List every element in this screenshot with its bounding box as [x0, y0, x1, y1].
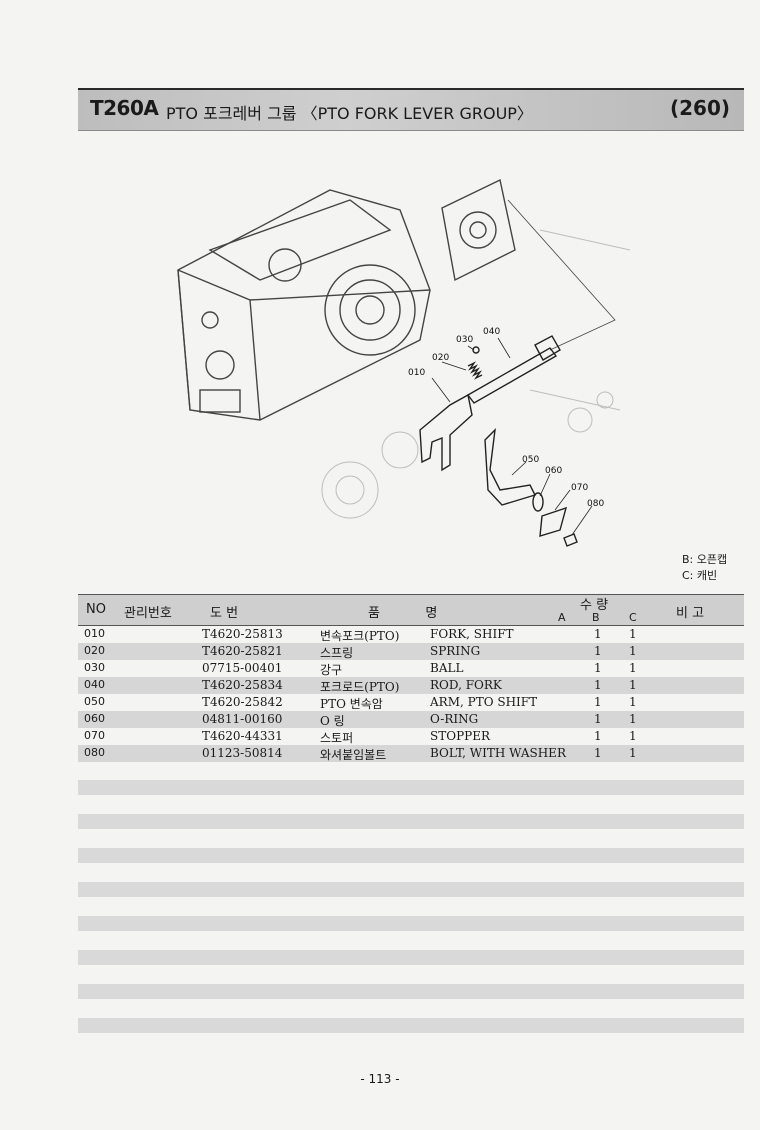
table-row: 060 04811-00160 O 링 O-RING 1 1 — [78, 711, 744, 728]
row-korean-name: 변속포크(PTO) — [320, 629, 400, 643]
legend: B: 오픈캡 C: 캐빈 — [682, 552, 727, 584]
row-english-name: ROD, FORK — [430, 678, 502, 692]
page-header: T260A PTO 포크레버 그룹 〈PTO FORK LEVER GROUP〉… — [78, 88, 744, 131]
row-qty-a: 1 — [594, 746, 602, 760]
row-drawing-number: T4620-25834 — [202, 678, 283, 692]
row-drawing-number: T4620-25821 — [202, 644, 283, 658]
row-no: 050 — [84, 695, 105, 708]
row-qty-b: 1 — [629, 746, 637, 760]
row-no: 060 — [84, 712, 105, 725]
row-no: 070 — [84, 729, 105, 742]
row-english-name: FORK, SHIFT — [430, 627, 514, 641]
row-drawing-number: 01123-50814 — [202, 746, 283, 760]
header-qty-a: A — [558, 611, 566, 624]
row-qty-b: 1 — [629, 627, 637, 641]
header-quantity: 수 량 — [580, 598, 609, 613]
callout-080: 080 — [587, 499, 604, 509]
row-qty-a: 1 — [594, 729, 602, 743]
page-number: - 113 - — [360, 1072, 400, 1086]
row-drawing-number: T4620-25813 — [202, 627, 283, 641]
callout-060: 060 — [545, 466, 562, 476]
row-drawing-number: T4620-25842 — [202, 695, 283, 709]
row-english-name: ARM, PTO SHIFT — [430, 695, 538, 709]
row-korean-name: O 링 — [320, 714, 345, 728]
callout-070: 070 — [571, 483, 588, 493]
row-qty-b: 1 — [629, 678, 637, 692]
page-title: PTO 포크레버 그룹 〈PTO FORK LEVER GROUP〉 — [166, 104, 533, 123]
callout-020: 020 — [432, 353, 449, 363]
parts-table: 010 T4620-25813 변속포크(PTO) FORK, SHIFT 1 … — [78, 626, 744, 762]
row-qty-a: 1 — [594, 644, 602, 658]
row-qty-b: 1 — [629, 712, 637, 726]
table-row-band — [78, 882, 744, 897]
parts-table-header: NO 관리번호 도 번 품 명 수 량 A B C 비 고 — [78, 594, 744, 626]
header-drawing-number: 도 번 — [210, 606, 239, 621]
callout-030: 030 — [456, 335, 473, 345]
table-row-band — [78, 950, 744, 965]
row-english-name: SPRING — [430, 644, 481, 658]
row-korean-name: 스프링 — [320, 646, 354, 660]
table-row: 020 T4620-25821 스프링 SPRING 1 1 — [78, 643, 744, 660]
table-row-band — [78, 848, 744, 863]
table-row-band — [78, 984, 744, 999]
row-qty-b: 1 — [629, 644, 637, 658]
row-no: 080 — [84, 746, 105, 759]
legend-b: B: 오픈캡 — [682, 553, 728, 566]
row-qty-a: 1 — [594, 627, 602, 641]
row-qty-b: 1 — [629, 661, 637, 675]
row-english-name: BOLT, WITH WASHER — [430, 746, 566, 760]
group-code: T260A — [90, 96, 159, 120]
row-qty-b: 1 — [629, 695, 637, 709]
row-korean-name: 스토퍼 — [320, 731, 354, 745]
fork-lever-parts-drawing — [419, 335, 593, 547]
page-reference: (260) — [669, 96, 730, 120]
callout-050: 050 — [522, 455, 539, 465]
callout-010: 010 — [408, 368, 425, 378]
row-qty-a: 1 — [594, 712, 602, 726]
table-row: 070 T4620-44331 스토퍼 STOPPER 1 1 — [78, 728, 744, 745]
table-row: 040 T4620-25834 포크로드(PTO) ROD, FORK 1 1 — [78, 677, 744, 694]
table-row: 010 T4620-25813 변속포크(PTO) FORK, SHIFT 1 … — [78, 626, 744, 643]
exploded-parts-diagram: 010 020 030 040 050 060 070 080 — [177, 178, 631, 547]
row-drawing-number: 04811-00160 — [202, 712, 283, 726]
row-drawing-number: T4620-44331 — [202, 729, 283, 743]
header-mgmt-number: 관리번호 — [124, 606, 172, 621]
transmission-case-drawing — [177, 178, 616, 421]
row-no: 040 — [84, 678, 105, 691]
row-english-name: STOPPER — [430, 729, 491, 743]
row-qty-a: 1 — [594, 678, 602, 692]
row-qty-a: 1 — [594, 661, 602, 675]
table-row-band — [78, 1018, 744, 1033]
header-remark: 비 고 — [676, 606, 705, 621]
row-no: 020 — [84, 644, 105, 657]
header-qty-c: C — [629, 611, 637, 624]
header-qty-b: B — [592, 611, 600, 624]
table-row-band — [78, 916, 744, 931]
row-english-name: BALL — [430, 661, 464, 675]
row-no: 010 — [84, 627, 105, 640]
row-drawing-number: 07715-00401 — [202, 661, 283, 675]
row-korean-name: 와셔붙임볼트 — [320, 748, 387, 762]
table-row: 080 01123-50814 와셔붙임볼트 BOLT, WITH WASHER… — [78, 745, 744, 762]
row-qty-a: 1 — [594, 695, 602, 709]
row-english-name: O-RING — [430, 712, 479, 726]
faded-background-parts — [321, 229, 631, 519]
row-no: 030 — [84, 661, 105, 674]
row-korean-name: 포크로드(PTO) — [320, 680, 400, 694]
row-korean-name: PTO 변속암 — [320, 697, 383, 711]
table-row: 050 T4620-25842 PTO 변속암 ARM, PTO SHIFT 1… — [78, 694, 744, 711]
row-korean-name: 강구 — [320, 663, 343, 677]
row-qty-b: 1 — [629, 729, 637, 743]
legend-c: C: 캐빈 — [682, 569, 718, 582]
table-row: 030 07715-00401 강구 BALL 1 1 — [78, 660, 744, 677]
callout-040: 040 — [483, 327, 500, 337]
header-part-name: 품 명 — [368, 606, 438, 621]
table-row-band — [78, 814, 744, 829]
table-row-band — [78, 780, 744, 795]
header-no: NO — [86, 602, 106, 617]
